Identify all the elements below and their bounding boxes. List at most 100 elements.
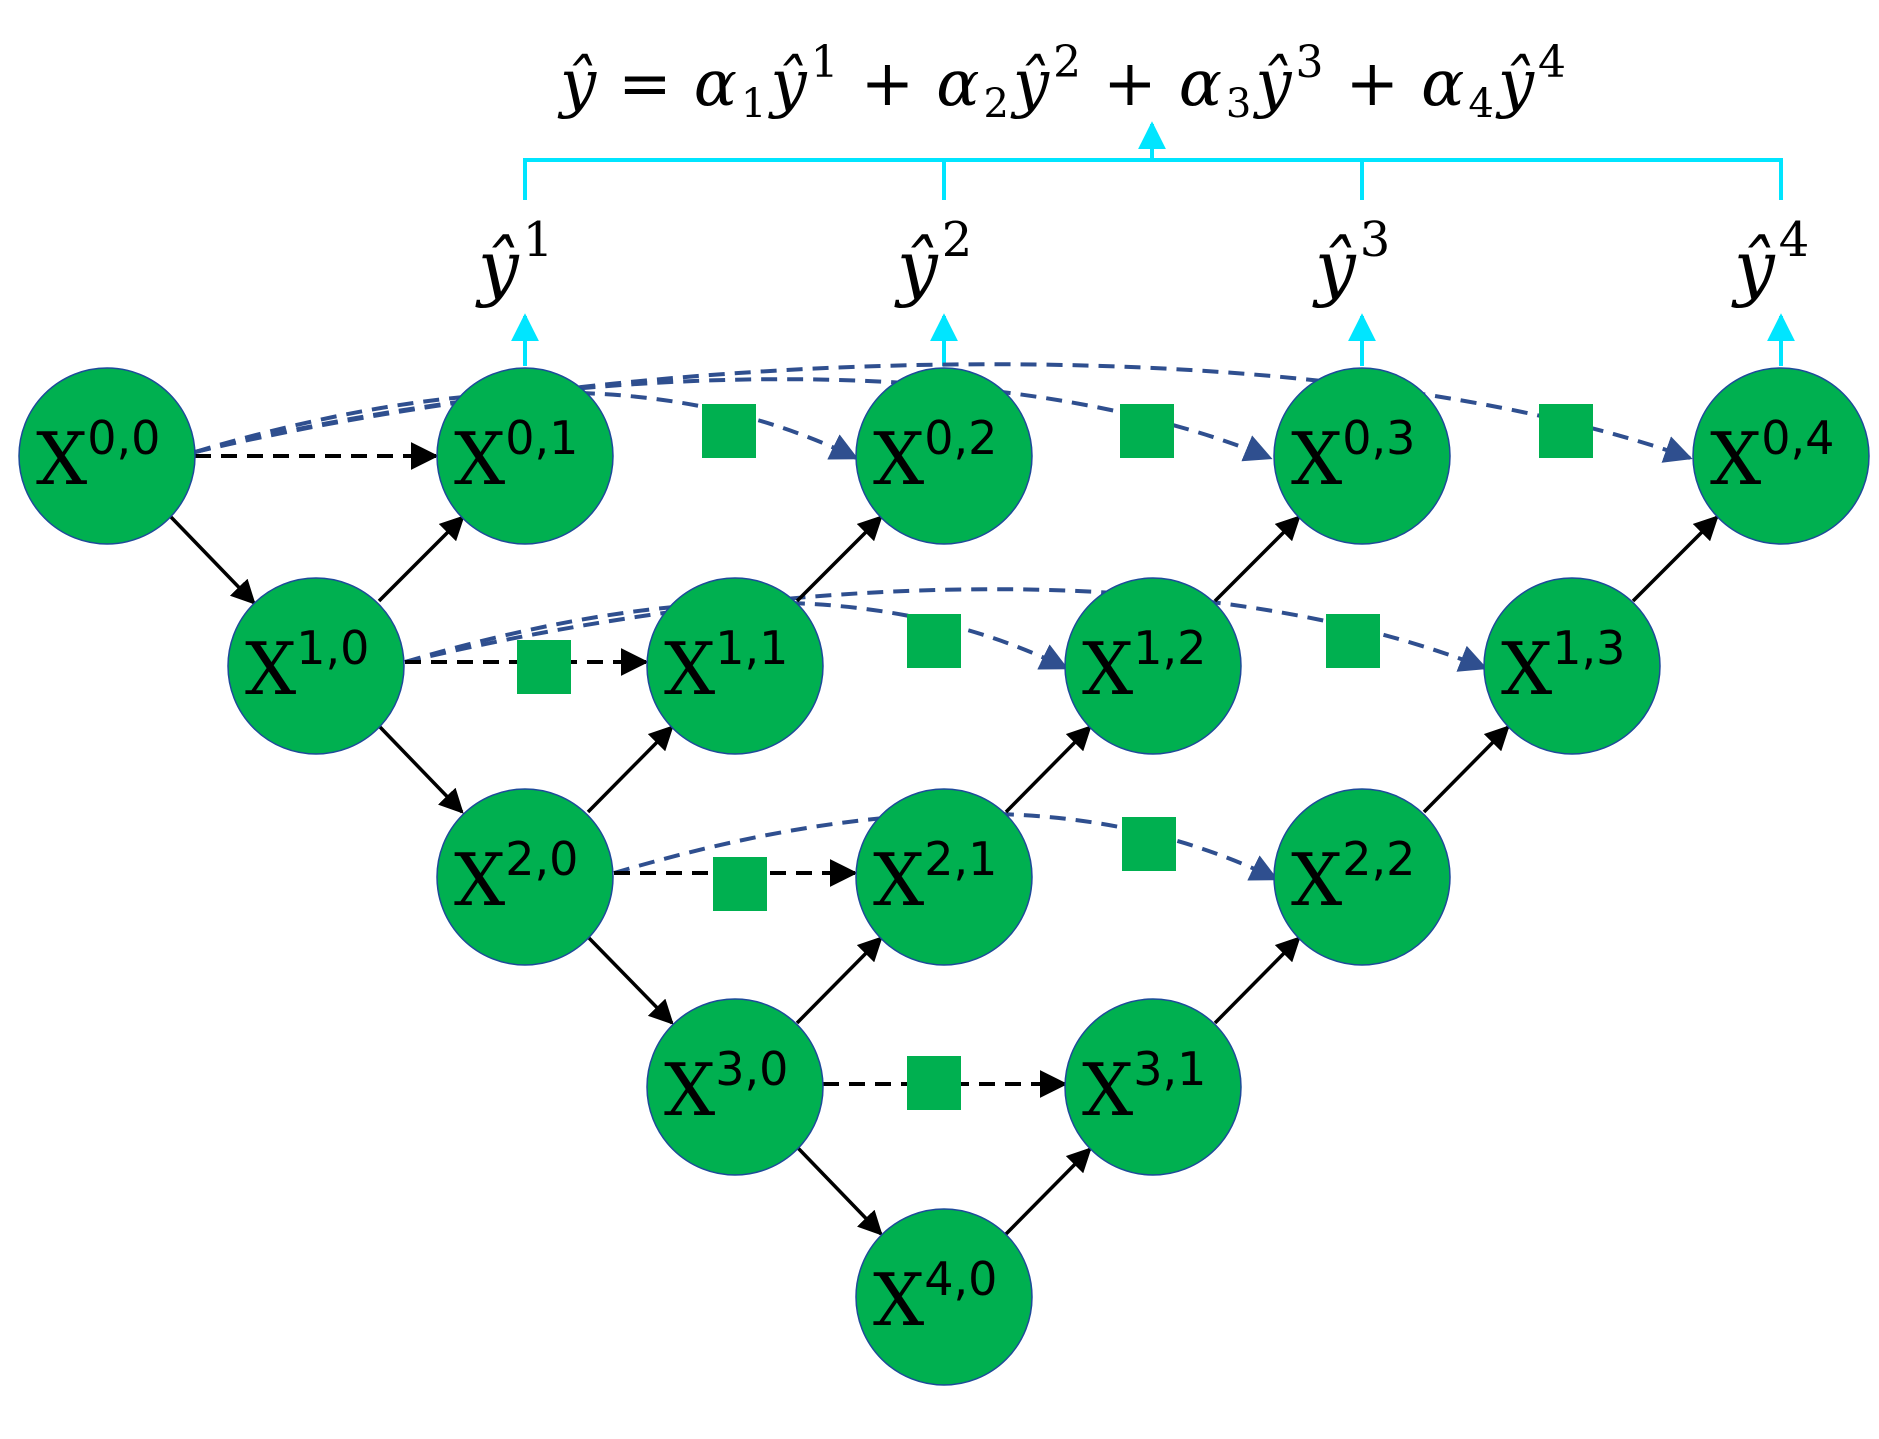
equation-coef-sub-2: 2 [983, 81, 1008, 127]
svg-text:X2,2: X2,2 [1291, 832, 1415, 922]
equation-equals: = [618, 47, 672, 121]
equation-coef-sub-3: 3 [1226, 81, 1251, 127]
node-x11-label: X [664, 627, 715, 711]
svg-text:X0,1: X0,1 [454, 411, 578, 501]
svg-text:ŷ1: ŷ1 [475, 212, 553, 309]
output-label-1: ŷ [475, 225, 520, 309]
node-x11-sup: 1,1 [715, 621, 788, 675]
svg-text:X3,1: X3,1 [1082, 1042, 1206, 1132]
node-x10-label: X [245, 627, 296, 711]
output-sup-4: 4 [1779, 212, 1810, 268]
svg-text:X3,0: X3,0 [664, 1042, 788, 1132]
up-13-04 [1631, 515, 1719, 603]
node-x30: X3,0 [646, 998, 824, 1176]
down-10-20 [377, 724, 464, 814]
equation-coef-3: α [1179, 47, 1222, 121]
node-x20-sup: 2,0 [505, 832, 578, 886]
conv-block-30-31 [907, 1056, 961, 1110]
up-30-21 [795, 936, 883, 1025]
conv-block-02-03 [1120, 404, 1174, 458]
node-x40: X4,0 [855, 1208, 1033, 1386]
output-label-4: ŷ [1731, 225, 1776, 309]
output-sup-1: 1 [523, 212, 554, 268]
conv-block-01-02 [702, 404, 756, 458]
conv-block-11-12 [907, 614, 961, 668]
up-12-03 [1213, 515, 1301, 603]
svg-text:ŷ3: ŷ3 [1312, 212, 1390, 309]
node-x10: X1,0 [227, 577, 405, 755]
output-label-3: ŷ [1312, 225, 1357, 309]
node-x30-label: X [664, 1048, 715, 1132]
up-21-12 [1004, 725, 1092, 814]
node-x40-label: X [873, 1258, 924, 1342]
node-x13: X1,3 [1483, 577, 1661, 755]
equation-coef-sub-1: 1 [741, 81, 766, 127]
output-sup-2: 2 [942, 212, 973, 268]
up-10-01 [377, 515, 465, 603]
equation-coef-2: α [936, 47, 979, 121]
node-x01: X0,1 [436, 367, 614, 545]
node-x00: X0,0 [18, 367, 196, 545]
node-x30-sup: 3,0 [715, 1042, 788, 1096]
up-31-22 [1213, 936, 1301, 1025]
output-labels: ŷ1 ŷ2 ŷ3 ŷ4 [475, 212, 1809, 309]
node-x12: X1,2 [1064, 577, 1242, 755]
node-x04: X0,4 [1692, 367, 1870, 545]
svg-text:X0,4: X0,4 [1710, 411, 1834, 501]
equation-sup-1: 1 [811, 37, 839, 88]
node-x04-label: X [1710, 417, 1761, 501]
svg-text:ŷ2: ŷ2 [894, 212, 972, 309]
down-30-40 [796, 1146, 883, 1236]
node-x21-label: X [873, 838, 924, 922]
svg-text:X1,0: X1,0 [245, 621, 369, 711]
svg-text:X0,2: X0,2 [873, 411, 997, 501]
node-x12-sup: 1,2 [1133, 621, 1206, 675]
node-x03: X0,3 [1273, 367, 1451, 545]
svg-text:X4,0: X4,0 [873, 1252, 997, 1342]
node-x21-sup: 2,1 [924, 832, 997, 886]
equation-var-1: ŷ [767, 47, 807, 121]
node-x02-label: X [873, 417, 924, 501]
node-x13-label: X [1501, 627, 1552, 711]
svg-text:X0,3: X0,3 [1291, 411, 1415, 501]
equation-var-2: ŷ [1010, 47, 1050, 121]
equation-lhs: ŷ [557, 47, 597, 121]
conv-block-03-04 [1539, 404, 1593, 458]
skip-arc-10-13 [404, 587, 1488, 672]
up-40-31 [1004, 1147, 1092, 1236]
down-20-30 [586, 935, 674, 1025]
node-x20-label: X [454, 838, 505, 922]
output-sup-3: 3 [1360, 212, 1391, 268]
conv-block-20-21 [713, 857, 767, 911]
node-x11: X1,1 [646, 577, 824, 755]
output-label-2: ŷ [894, 225, 939, 309]
node-x02-sup: 0,2 [924, 411, 997, 465]
equation-sup-2: 2 [1053, 37, 1081, 88]
node-x31-label: X [1082, 1048, 1133, 1132]
svg-text:X2,0: X2,0 [454, 832, 578, 922]
node-x22: X2,2 [1273, 788, 1451, 966]
node-x31-sup: 3,1 [1133, 1042, 1206, 1096]
equation-sup-4: 4 [1538, 37, 1566, 88]
equation-var-4: ŷ [1495, 47, 1535, 121]
conv-block-21-22 [1122, 817, 1176, 871]
equation-coef-1: α [694, 47, 737, 121]
node-x31: X3,1 [1064, 998, 1242, 1176]
sampling-arrows [168, 514, 1719, 1236]
output-bracket [523, 121, 1783, 200]
node-x01-label: X [454, 417, 505, 501]
equation-plus-3: + [1346, 47, 1400, 121]
node-x40-sup: 4,0 [924, 1252, 997, 1306]
node-x00-sup: 0,0 [87, 411, 160, 465]
node-x03-sup: 0,3 [1342, 411, 1415, 465]
node-x02: X0,2 [855, 367, 1033, 545]
svg-text:X1,3: X1,3 [1501, 621, 1625, 711]
equation-var-3: ŷ [1252, 47, 1292, 121]
down-00-10 [168, 514, 256, 605]
conv-blocks [517, 404, 1593, 1110]
svg-text:X0,0: X0,0 [36, 411, 160, 501]
node-x01-sup: 0,1 [505, 411, 578, 465]
svg-text:X2,1: X2,1 [873, 832, 997, 922]
svg-text:X1,2: X1,2 [1082, 621, 1206, 711]
